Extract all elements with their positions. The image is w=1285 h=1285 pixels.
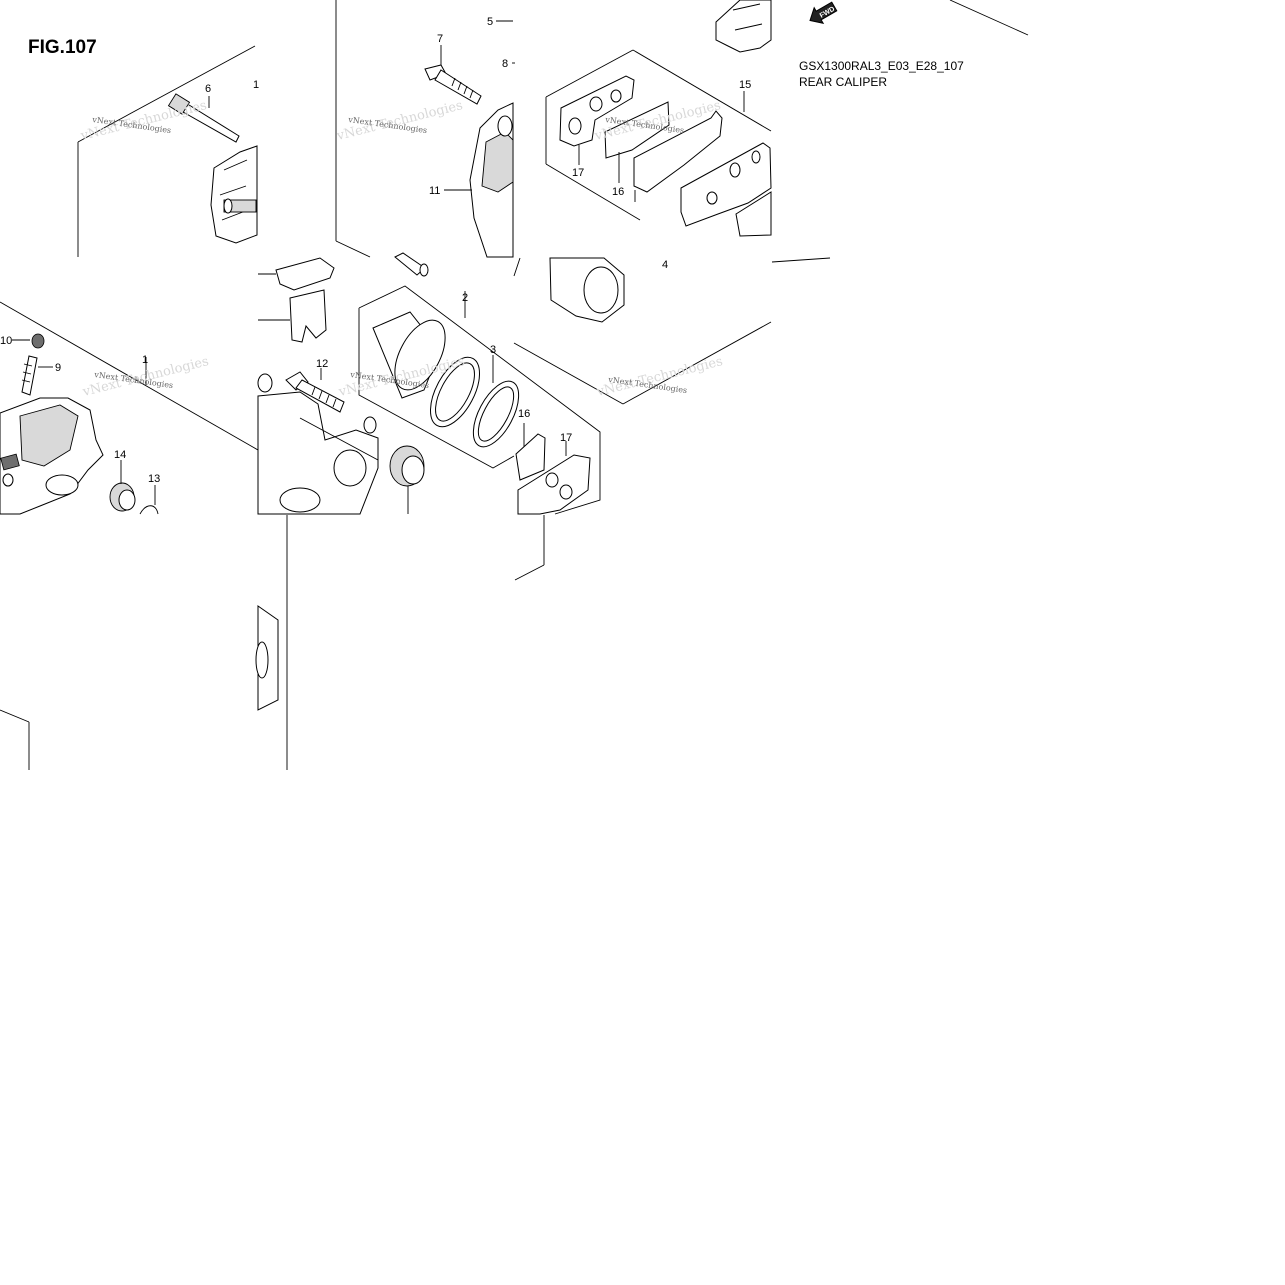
callouts: 1 6 7 5 8 11 15 17 16 4 2 3 12 16 17 10 …	[0, 16, 751, 485]
figure-title: FIG.107	[28, 37, 97, 58]
tile-middle-left	[0, 301, 259, 515]
tile-center	[257, 257, 601, 515]
caliper-body-partial	[210, 145, 258, 244]
callout-1-top: 1	[253, 79, 259, 91]
callout-3: 3	[490, 344, 496, 356]
caliper-bracket-lower	[257, 391, 379, 515]
pad-guide-rail	[715, 0, 772, 53]
dust-boot-lower	[389, 445, 425, 514]
tile-middle-right	[513, 321, 772, 515]
piston-kit-box	[358, 285, 601, 515]
model-code: GSX1300RAL3_E03_E28_107	[799, 59, 964, 73]
pin-partial	[394, 252, 429, 277]
piston-seal-3	[430, 355, 520, 448]
bolt-12	[257, 368, 345, 413]
pad-spring-17-lower	[517, 441, 591, 515]
piston-2	[372, 311, 446, 399]
caliper-body-1	[0, 357, 147, 515]
callout-8: 8	[502, 58, 508, 70]
fwd-arrow-icon: FWD	[809, 1, 838, 25]
bleeder-cap-10	[12, 333, 45, 349]
callout-15: 15	[739, 79, 751, 91]
tile-top-center	[335, 0, 515, 277]
shim-16-lower	[515, 423, 546, 481]
callout-10: 10	[0, 335, 12, 347]
brake-pad-15	[633, 91, 772, 237]
tile-bottom-fragments	[0, 515, 545, 770]
callout-17-top: 17	[572, 167, 584, 179]
tile-top-right: FWD	[771, 0, 1029, 263]
callout-17-lower: 17	[560, 432, 572, 444]
callout-5: 5	[487, 16, 493, 28]
caliper-bracket-11	[444, 102, 514, 258]
piston-partial-4	[513, 257, 625, 323]
diagram-caption: REAR CALIPER	[799, 75, 888, 89]
callout-9: 9	[55, 362, 61, 374]
callout-12: 12	[316, 358, 328, 370]
callout-7: 7	[437, 33, 443, 45]
tile-pads-top	[513, 0, 772, 323]
pad-spring-17-top	[559, 75, 635, 165]
callout-14: 14	[114, 449, 126, 461]
callout-11: 11	[429, 185, 440, 197]
dust-boot-14	[109, 460, 136, 512]
callout-2: 2	[462, 292, 468, 304]
callout-4: 4	[662, 259, 668, 271]
callout-13: 13	[148, 473, 160, 485]
callout-16-lower: 16	[518, 408, 530, 420]
pad-retainer-spring	[258, 257, 335, 343]
callout-6: 6	[205, 83, 211, 95]
bolt-7	[424, 45, 482, 105]
shim-16-top	[604, 101, 670, 183]
tile-top-left	[77, 45, 258, 257]
bleeder-valve-9	[21, 355, 53, 396]
callout-16-top: 16	[612, 186, 624, 198]
callout-1: 1	[142, 354, 148, 366]
slide-pin-6	[167, 93, 240, 143]
seal-13	[139, 485, 159, 515]
